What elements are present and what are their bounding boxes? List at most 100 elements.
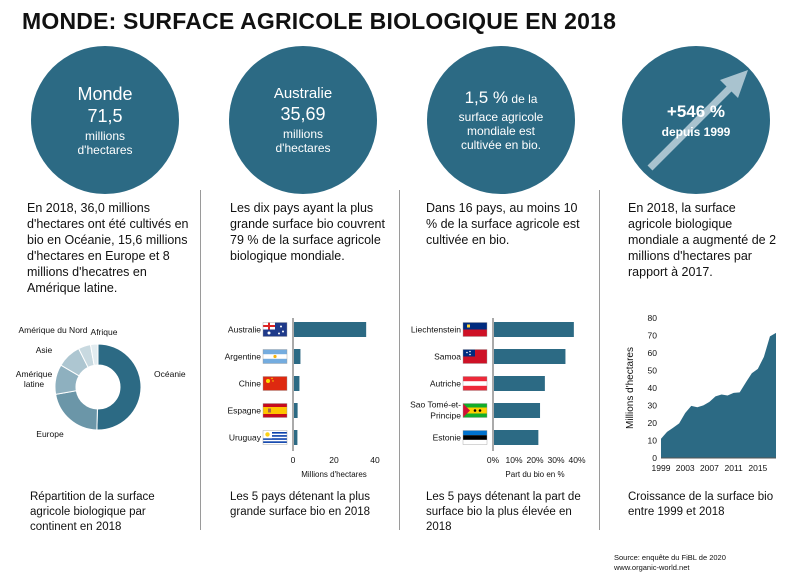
china-flag-icon	[262, 376, 288, 391]
stat-circle-australia: Australie 35,69 millions d'hectares	[229, 46, 377, 194]
column-divider	[200, 190, 201, 530]
chart-caption: Croissance de la surface bio entre 1999 …	[628, 491, 774, 518]
uruguay-flag-icon	[262, 430, 288, 445]
stat-value: 1,5 %	[464, 88, 509, 107]
category-label: Autriche	[430, 379, 461, 389]
flag-part	[473, 409, 477, 412]
stat-circle-share: 1,5 % de la surface agricole mondiale es…	[427, 46, 575, 194]
x-tick-label: 0	[291, 455, 296, 465]
y-tick-label: 20	[648, 418, 658, 428]
x-tick-label: 0%	[487, 455, 500, 465]
y-tick-label: 10	[648, 436, 658, 446]
flag-part	[263, 358, 287, 364]
estonia-flag-icon	[462, 430, 488, 445]
column-divider	[399, 190, 400, 530]
donut-label: Océanie	[154, 369, 186, 379]
flag-border	[262, 430, 288, 445]
bar	[294, 430, 298, 445]
donut-slice	[89, 343, 99, 366]
stat-text: mondiale est	[466, 124, 536, 138]
category-label: Uruguay	[229, 433, 262, 443]
description-text: En 2018, la surface agricole biologique …	[628, 201, 777, 279]
bar	[494, 430, 539, 445]
bar	[294, 376, 300, 391]
bar	[494, 349, 566, 364]
growth-arrow-icon	[647, 70, 748, 171]
stat-text: surface agricole	[458, 110, 544, 124]
flag-part	[263, 349, 287, 355]
flag-part	[266, 379, 270, 383]
bar	[494, 322, 574, 337]
category-label: Argentine	[225, 352, 262, 362]
stat-text: de la	[508, 92, 538, 106]
flag-part	[271, 377, 273, 380]
stat-circle-growth: +546 % depuis 1999	[622, 46, 770, 194]
y-tick-label: 0	[652, 453, 657, 463]
flag-part	[263, 432, 287, 434]
y-tick-label: 60	[648, 348, 658, 358]
x-tick-label: 2007	[700, 463, 719, 473]
x-tick-label: 10%	[505, 455, 522, 465]
flag-part	[282, 330, 284, 333]
stat-value: +546 %	[666, 101, 726, 121]
x-tick-label: 2003	[676, 463, 695, 473]
x-axis-label: Part du bio en %	[505, 470, 564, 479]
flag-part	[263, 376, 287, 391]
y-tick-label: 40	[648, 383, 658, 393]
stat-line: 1,5 % de la	[465, 88, 538, 108]
flag-border	[462, 430, 488, 445]
description-text: En 2018, 36,0 millions d'hectares ont ét…	[27, 201, 189, 295]
y-tick-label: 50	[648, 366, 658, 376]
flag-part	[278, 332, 280, 335]
bar	[294, 349, 301, 364]
x-tick-label: 40	[370, 455, 380, 465]
description-text: Dans 16 pays, au moins 10 % de la surfac…	[426, 201, 580, 247]
flag-part	[463, 381, 487, 386]
flag-part	[272, 380, 274, 382]
page-title: MONDE: SURFACE AGRICOLE BIOLOGIQUE EN 20…	[22, 8, 617, 34]
x-tick-label: 1999	[652, 463, 671, 473]
source-url[interactable]: www.organic-world.net	[614, 563, 690, 572]
flag-part	[273, 354, 277, 359]
bar	[294, 322, 367, 337]
stat-unit: millions	[84, 128, 125, 143]
source-note: Source: enquête du FiBL de 2020 www.orga…	[614, 553, 726, 573]
flag-part	[268, 408, 271, 413]
y-tick-label: 80	[648, 313, 658, 323]
category-label: Estonie	[433, 433, 462, 443]
donut-slice	[55, 390, 98, 431]
bar	[494, 376, 545, 391]
donut-label: Europe	[36, 429, 64, 439]
flag-part	[463, 403, 470, 418]
flag-part	[463, 435, 487, 440]
donut-slice	[96, 343, 142, 431]
column-divider	[599, 190, 600, 530]
category-label: Australie	[228, 325, 261, 335]
category-label: Sao Tomé-et-Principe	[410, 400, 461, 421]
flag-part	[263, 435, 287, 437]
x-axis-label: Millions d'hectares	[301, 470, 367, 479]
stat-label: Australie	[273, 85, 333, 102]
x-tick-label: 20	[329, 455, 339, 465]
stat-label: Monde	[77, 83, 133, 104]
flag-part	[268, 322, 270, 330]
category-label: Liechtenstein	[411, 325, 461, 335]
australia-flag-icon	[262, 322, 288, 337]
chart-caption: Les 5 pays détenant la part de surface b…	[426, 491, 581, 533]
stat-unit: millions	[282, 127, 323, 141]
flag-border	[262, 376, 288, 391]
stat-value: 35,69	[280, 104, 326, 124]
donut-label: Asie	[36, 345, 53, 355]
stat-unit: d'hectares	[275, 141, 331, 155]
saotome-flag-icon	[462, 403, 488, 418]
stat-text: depuis 1999	[661, 124, 731, 139]
category-label: Chine	[239, 379, 261, 389]
stat-value: 71,5	[87, 105, 123, 126]
x-tick-label: 40%	[568, 455, 585, 465]
flag-part	[466, 351, 468, 354]
samoa-flag-icon	[462, 349, 488, 364]
chart-caption: Répartition de la surface agricole biolo…	[30, 491, 155, 533]
